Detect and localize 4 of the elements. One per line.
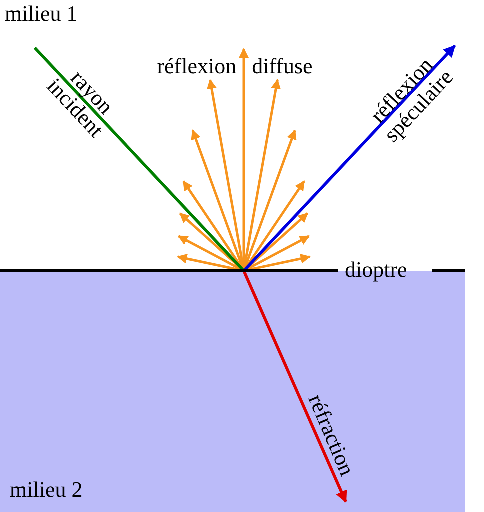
medium-label: milieu 2: [10, 478, 83, 502]
interface-label: dioptre: [345, 258, 408, 282]
ray-label: réflexion diffuse: [157, 54, 313, 78]
medium-label: milieu 1: [5, 2, 78, 26]
